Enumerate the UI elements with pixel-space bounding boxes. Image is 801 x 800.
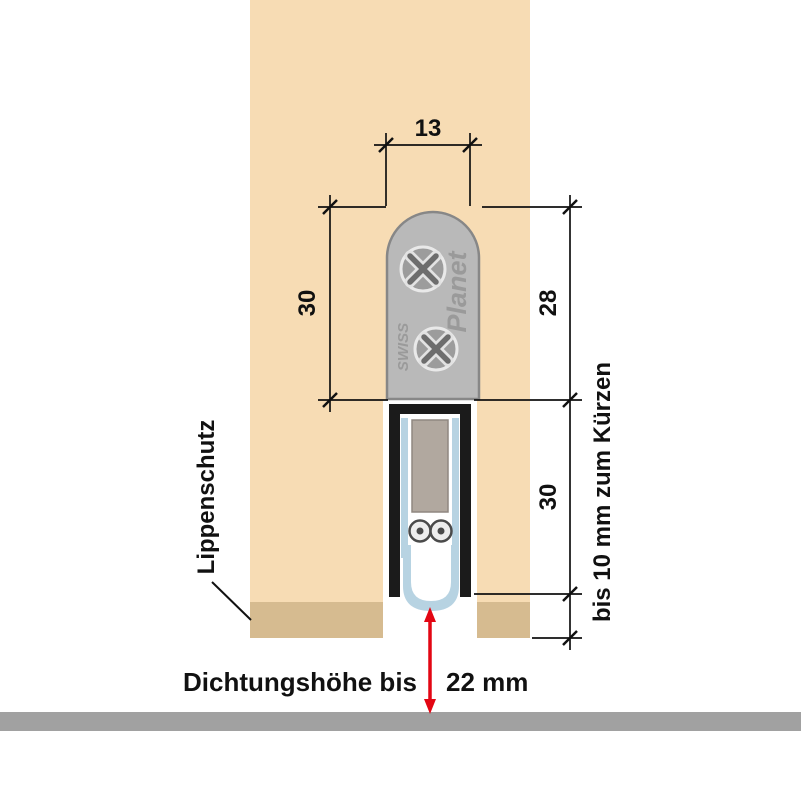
drop-arrow-head-up	[424, 607, 436, 622]
leader-line	[211, 581, 252, 621]
caption-right: 22 mm	[446, 667, 528, 697]
dim-tick	[462, 137, 478, 153]
dim-tick	[322, 199, 338, 215]
dim-tick	[562, 392, 578, 408]
dim-slot-width: 13	[374, 115, 482, 206]
dim-value-28: 28	[535, 290, 562, 317]
seal-height-caption: Dichtungshöhe bis 22 mm	[183, 667, 528, 697]
roller-right-pin	[437, 527, 445, 535]
dim-tick	[562, 199, 578, 215]
screw-top-icon	[399, 245, 447, 293]
brand-swiss-label: SWISS	[395, 323, 412, 371]
roller-left-pin	[416, 527, 424, 535]
screw-top-cross	[407, 253, 439, 285]
dim-tick	[378, 137, 394, 153]
dim-tick	[322, 392, 338, 408]
casing-right-rail	[460, 404, 471, 597]
dim-tick	[562, 630, 578, 646]
caption-left: Dichtungshöhe bis	[183, 667, 417, 697]
screw-bottom-icon	[413, 326, 459, 372]
casing-top-plate	[389, 404, 471, 414]
drop-height-arrow	[424, 607, 436, 714]
lip-protection-label: Lippenschutz	[193, 420, 220, 575]
drop-arrow-head-down	[424, 699, 436, 714]
brand-planet-label: Planet	[442, 250, 472, 332]
profile-right-wall	[452, 418, 459, 558]
dim-right-stack: 28 30	[474, 195, 582, 650]
floor-bar	[0, 712, 801, 731]
profile-left-wall	[401, 418, 408, 558]
dim-value-30-left: 30	[294, 290, 321, 317]
dim-value-30-right: 30	[535, 484, 562, 511]
mechanism-block	[411, 419, 449, 513]
seal-mechanism	[401, 418, 459, 611]
seal-lip-inner	[411, 545, 451, 601]
trim-allowance-label: bis 10 mm zum Kürzen	[589, 362, 616, 622]
lip-protection-callout: Lippenschutz	[193, 420, 252, 621]
screw-bottom-cross	[421, 334, 451, 364]
dim-tick	[562, 586, 578, 602]
dim-housing-height-left: 30	[294, 195, 388, 412]
dim-value-13: 13	[415, 115, 442, 142]
seal-casing	[389, 404, 471, 597]
casing-left-rail	[389, 404, 400, 597]
